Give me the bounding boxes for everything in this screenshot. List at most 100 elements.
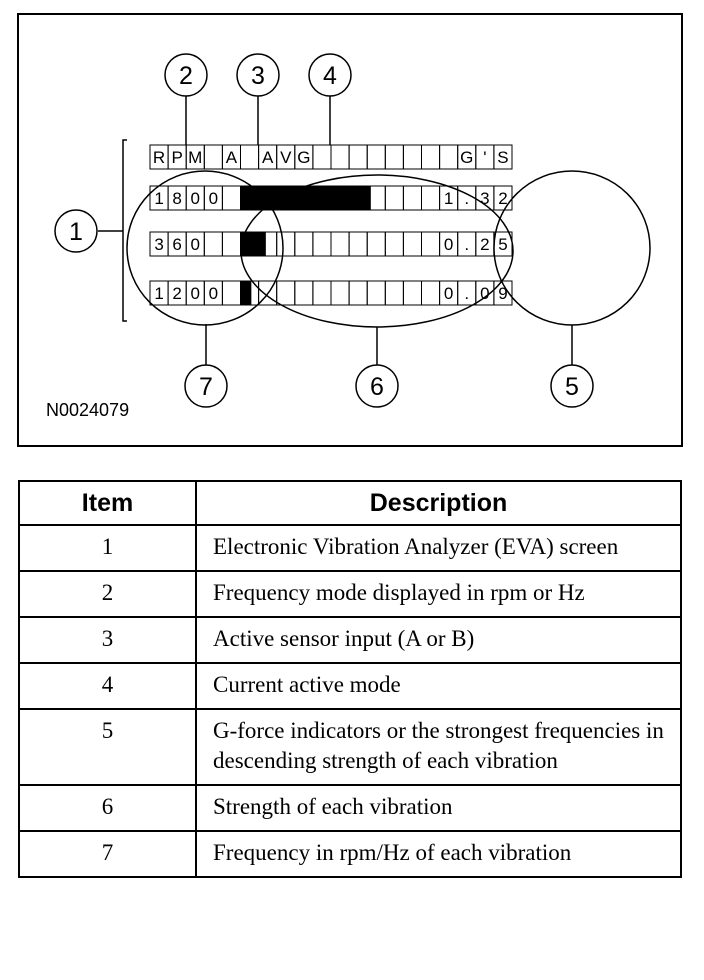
display-cell <box>294 231 314 257</box>
gforce-digit: 0 <box>444 284 453 303</box>
table-row: 5 G-force indicators or the strongest fr… <box>18 708 682 786</box>
item-description: Electronic Vibration Analyzer (EVA) scre… <box>195 524 682 572</box>
item-description: Strength of each vibration <box>195 784 682 832</box>
display-cell <box>384 231 404 257</box>
figure-code: N0024079 <box>46 400 129 420</box>
display-cell <box>402 185 422 211</box>
frequency-digit: 0 <box>191 284 200 303</box>
gforce-digit: . <box>464 235 469 254</box>
display-cell <box>312 280 332 306</box>
gforce-digit: 0 <box>444 235 453 254</box>
display-cell <box>221 280 241 306</box>
table-row: 2 Frequency mode displayed in rpm or Hz <box>18 570 682 618</box>
frequency-digit: 6 <box>172 235 181 254</box>
header-cell-text: P <box>171 148 182 167</box>
table-row: 4 Current active mode <box>18 662 682 710</box>
item-description: Frequency in rpm/Hz of each vibration <box>195 830 682 878</box>
gforce-digit: 0 <box>480 284 489 303</box>
display-cell <box>493 280 513 306</box>
header-cell-text: ' <box>483 148 486 167</box>
display-cell <box>421 144 441 170</box>
header-cell-text: R <box>153 148 165 167</box>
item-number: 7 <box>18 830 197 878</box>
display-cell <box>493 144 513 170</box>
table-row: 7 Frequency in rpm/Hz of each vibration <box>18 830 682 878</box>
display-cell <box>348 280 368 306</box>
display-cell <box>276 280 296 306</box>
frequency-digit: 0 <box>209 284 218 303</box>
header-cell-text: S <box>497 148 508 167</box>
display-cell <box>366 280 386 306</box>
item-number: 2 <box>18 570 197 618</box>
figure-frame <box>17 13 683 447</box>
display-cell <box>330 280 350 306</box>
item-description: G-force indicators or the strongest freq… <box>195 708 682 786</box>
gforce-digit: 2 <box>498 189 507 208</box>
header-cell-text: G <box>297 148 310 167</box>
display-cell <box>402 280 422 306</box>
screen-bracket <box>122 139 127 322</box>
item-number: 6 <box>18 784 197 832</box>
display-cell <box>421 231 441 257</box>
item-number: 5 <box>18 708 197 786</box>
item-description: Frequency mode displayed in rpm or Hz <box>195 570 682 618</box>
display-cell <box>221 231 241 257</box>
gforce-digit: 3 <box>480 189 489 208</box>
table-row: 6 Strength of each vibration <box>18 784 682 832</box>
table-row: 1 Electronic Vibration Analyzer (EVA) sc… <box>18 524 682 572</box>
display-cell <box>312 144 332 170</box>
display-cell <box>348 144 368 170</box>
callout-6-label: 6 <box>370 373 384 401</box>
callout-5-label: 5 <box>565 373 579 401</box>
header-cell-text: A <box>226 148 238 167</box>
callout-3-label: 3 <box>251 62 265 90</box>
item-number: 4 <box>18 662 197 710</box>
gforce-digit: . <box>464 284 469 303</box>
description-header: Description <box>195 480 682 526</box>
header-cell-text: G <box>460 148 473 167</box>
display-cell <box>421 185 441 211</box>
display-cell <box>240 144 260 170</box>
callout-4: 4 <box>308 53 352 97</box>
frequency-digit: 0 <box>191 189 200 208</box>
header-cell-text: A <box>262 148 274 167</box>
display-cell <box>402 231 422 257</box>
callout-1-label: 1 <box>69 218 83 246</box>
gforce-digit: 9 <box>498 284 507 303</box>
display-cell <box>402 144 422 170</box>
frequency-digit: 0 <box>209 189 218 208</box>
display-cell <box>439 144 459 170</box>
display-cell <box>366 231 386 257</box>
display-cell <box>203 231 223 257</box>
display-cell <box>384 144 404 170</box>
gforce-digit: 5 <box>498 235 507 254</box>
gforce-digit: 2 <box>480 235 489 254</box>
callout-2-label: 2 <box>179 62 193 90</box>
legend-header-row: Item Description <box>18 480 682 526</box>
item-header: Item <box>18 480 197 526</box>
callout-7: 7 <box>184 364 228 408</box>
display-cell <box>294 280 314 306</box>
strength-bar <box>240 186 371 210</box>
callout-7-label: 7 <box>199 373 213 401</box>
frequency-digit: 8 <box>172 189 181 208</box>
table-row: 3 Active sensor input (A or B) <box>18 616 682 664</box>
callout-5: 5 <box>550 364 594 408</box>
item-number: 3 <box>18 616 197 664</box>
header-cell-text: V <box>280 148 292 167</box>
frequency-digit: 1 <box>154 284 163 303</box>
gforce-digit: . <box>464 189 469 208</box>
callout-1: 1 <box>54 209 98 253</box>
gforce-digit: 1 <box>444 189 453 208</box>
display-cell <box>330 144 350 170</box>
strength-bar <box>240 232 266 256</box>
frequency-digit: 1 <box>154 189 163 208</box>
display-cell <box>312 231 332 257</box>
callout-6: 6 <box>355 364 399 408</box>
header-cell-text: M <box>188 148 202 167</box>
item-description: Active sensor input (A or B) <box>195 616 682 664</box>
strength-bar <box>240 281 252 305</box>
frequency-digit: 0 <box>191 235 200 254</box>
display-cell <box>384 280 404 306</box>
